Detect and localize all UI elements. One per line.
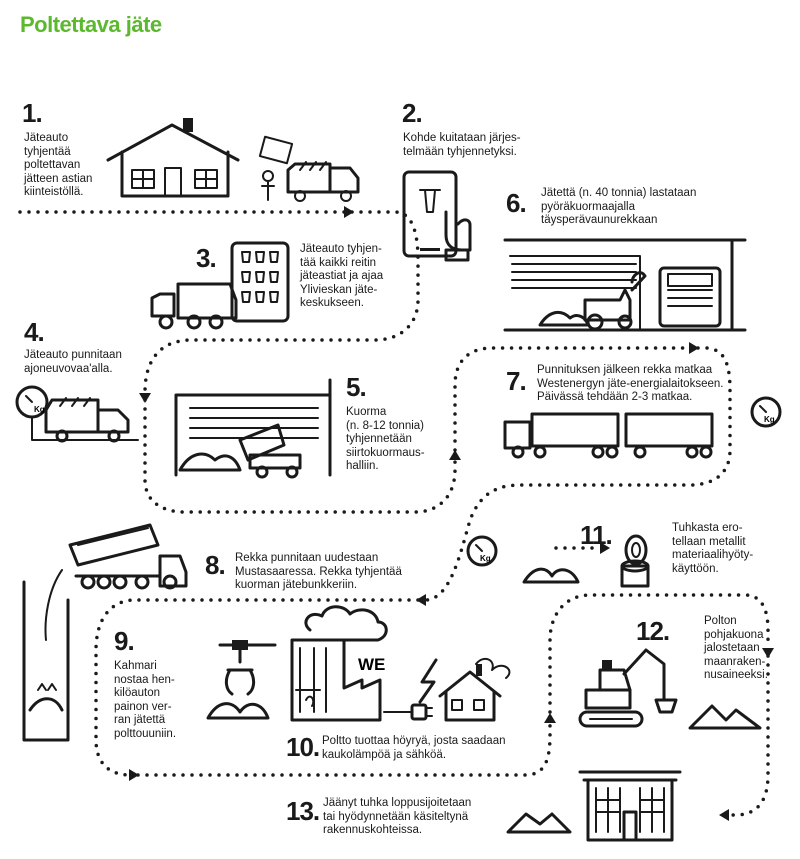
transfer-hall-icon bbox=[174, 378, 332, 479]
heated-house-icon bbox=[438, 657, 511, 722]
step-3-text: Jäteauto tyhjen- tää kaikki reitin jätea… bbox=[300, 243, 384, 309]
scale-icon bbox=[15, 385, 139, 441]
step-5-number: 5. bbox=[346, 372, 367, 402]
waste-bunker-icon bbox=[22, 569, 70, 742]
plant-logo: WE bbox=[358, 655, 385, 674]
flow-path bbox=[18, 210, 770, 817]
step-4-text: Jäteauto punnitaan ajoneuvovaa'alla. bbox=[24, 349, 122, 375]
excavator-icon bbox=[578, 648, 678, 728]
scale-icon bbox=[750, 396, 782, 428]
semi-truck-icon bbox=[503, 412, 714, 459]
step-2-text: Kohde kuitataan järjes- telmään tyhjenne… bbox=[403, 132, 521, 158]
plug-icon bbox=[383, 703, 433, 721]
metal-cans-icon bbox=[620, 534, 650, 588]
step-4-number: 4. bbox=[24, 317, 45, 347]
flow-arrowheads bbox=[129, 206, 774, 821]
loading-hall-icon bbox=[503, 238, 747, 332]
step-12-number: 12. bbox=[636, 616, 670, 646]
power-plant-icon bbox=[290, 605, 388, 722]
mineral-piles-icon bbox=[688, 704, 762, 730]
scale-label: Kg bbox=[34, 405, 45, 414]
step-8-number: 8. bbox=[205, 550, 226, 580]
step-3-number: 3. bbox=[196, 243, 217, 273]
step-9-text: Kahmari nostaa hen- kilöauton painon ver… bbox=[114, 660, 177, 740]
phone-bins-icon bbox=[230, 241, 290, 323]
step-13-number: 13. bbox=[286, 796, 320, 826]
scale-label: Kg bbox=[480, 554, 491, 563]
page-title: Poltettava jäte bbox=[20, 12, 162, 37]
house-icon bbox=[106, 118, 240, 198]
step-8-text: Rekka punnitaan uudestaan Mustasaaressa.… bbox=[235, 552, 402, 591]
tipping-truck-icon bbox=[68, 523, 188, 590]
step-1-number: 1. bbox=[22, 98, 43, 128]
step-1-text: Jäteauto tyhjentää poltettavan jätteen a… bbox=[24, 132, 93, 198]
crane-grab-icon bbox=[206, 640, 277, 720]
lightning-icon bbox=[418, 658, 438, 704]
building-icon bbox=[578, 770, 682, 842]
tablet-icon bbox=[402, 170, 472, 262]
step-12-text: Polton pohjakuona jalostetaan maanraken-… bbox=[704, 615, 768, 681]
step-6-number: 6. bbox=[506, 188, 527, 218]
step-10-text: Poltto tuottaa höyryä, josta saadaan kau… bbox=[322, 735, 506, 761]
step-7-text: Punnituksen jälkeen rekka matkaa Westene… bbox=[537, 364, 724, 403]
scale-icon bbox=[466, 535, 498, 567]
ash-heaps-icon bbox=[506, 812, 572, 834]
step-7-number: 7. bbox=[506, 366, 527, 396]
step-9-number: 9. bbox=[114, 626, 135, 656]
garbage-truck-icon bbox=[258, 135, 360, 202]
step-5-text: Kuorma (n. 8-12 tonnia) tyhjennetään sii… bbox=[346, 406, 425, 472]
garbage-truck-icon bbox=[150, 282, 238, 330]
step-6-text: Jätettä (n. 40 tonnia) lastataan pyöräku… bbox=[541, 187, 697, 226]
scale-label: Kg bbox=[764, 415, 775, 424]
step-13-text: Jäänyt tuhka loppusijoitetaan tai hyödyn… bbox=[323, 797, 472, 836]
step-11-text: Tuhkasta ero- tellaan metallit materiaal… bbox=[672, 522, 754, 575]
garbage-truck-icon bbox=[44, 397, 130, 443]
step-2-number: 2. bbox=[402, 98, 423, 128]
step-10-number: 10. bbox=[286, 732, 320, 762]
ash-pile-icon bbox=[522, 567, 580, 584]
step-11-number: 11. bbox=[580, 520, 613, 550]
